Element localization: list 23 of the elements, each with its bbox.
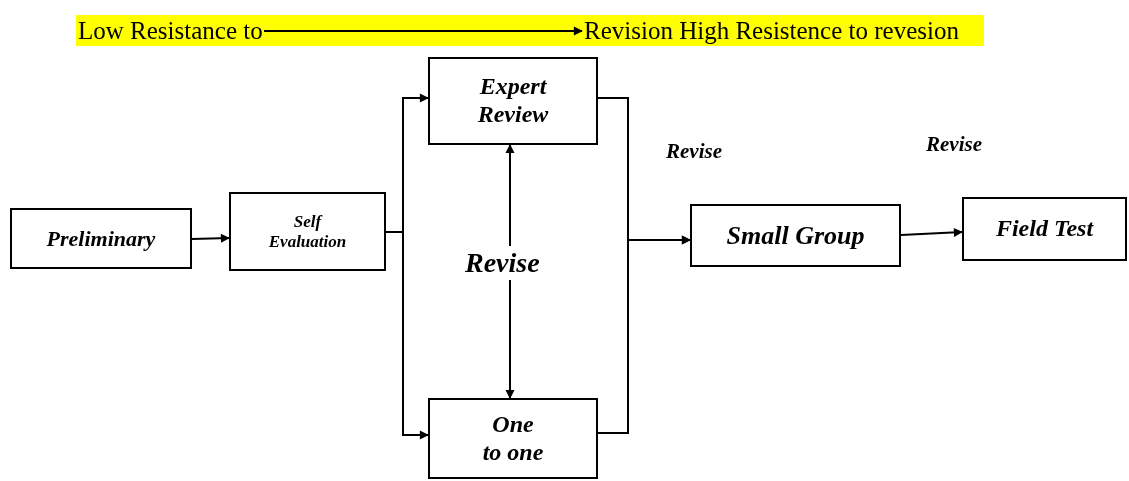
process-box: [229, 192, 386, 271]
arrow: [597, 235, 691, 434]
arrow: [900, 227, 963, 237]
box-label: Expert Review: [476, 73, 550, 129]
revise-note: Revise: [926, 133, 982, 157]
arrow: [505, 279, 515, 399]
arrow: [263, 26, 583, 36]
process-box: [10, 208, 192, 269]
process-box: [690, 204, 901, 267]
box-label: Field Test: [995, 215, 1094, 243]
process-box: [428, 57, 598, 145]
box-label: Self Evaluation: [267, 211, 348, 252]
arrow: [191, 233, 230, 243]
box-label: Small Group: [726, 220, 865, 251]
box-label: Preliminary: [46, 225, 156, 252]
revise-label: Revise: [465, 246, 555, 280]
arrow: [505, 144, 515, 247]
heading-text: Revision High Resistence to revesion: [584, 17, 979, 45]
heading-text: Low Resistance to: [78, 17, 262, 45]
revise-note: Revise: [666, 140, 722, 164]
process-box: [428, 398, 598, 479]
process-box: [962, 197, 1127, 261]
box-label: One to one: [481, 410, 545, 467]
